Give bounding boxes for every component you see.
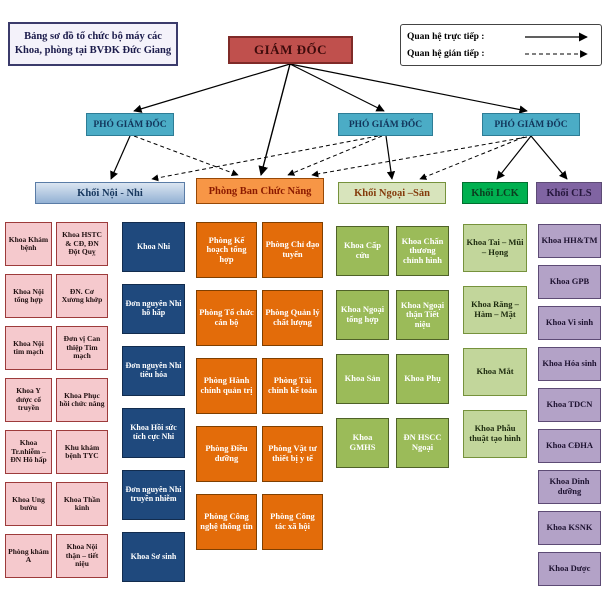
dept-box: Phòng Công tác xã hội (262, 494, 323, 550)
dept-box: Phòng Tài chính kế toán (262, 358, 323, 414)
dept-box: Khoa Dược (538, 552, 601, 586)
dept-box: Đơn nguyên Nhi tiêu hóa (122, 346, 185, 396)
dept-box: Phòng khám A (5, 534, 52, 578)
chart-title-line2: Khoa, phòng tại BVĐK Đức Giang (14, 45, 172, 56)
deputy-director-box-2: PHÓ GIÁM ĐỐC (338, 113, 433, 136)
ngoai-san-column-1: Khoa Cấp cứu Khoa Ngoại tổng hợp Khoa Sả… (336, 226, 389, 468)
legend-direct-label: Quan hệ trực tiếp : (407, 31, 485, 42)
noi-nhi-column-2: Khoa HSTC & CĐ, ĐN Đột Quỵ ĐN. Cơ Xương … (56, 222, 108, 578)
dept-box: Khoa HH&TM (538, 224, 601, 258)
dept-box: Khoa Phục hồi chức năng (56, 378, 108, 422)
dept-box: Khoa TDCN (538, 388, 601, 422)
noi-nhi-column-1: Khoa Khám bệnh Khoa Nội tổng hợp Khoa Nộ… (5, 222, 52, 578)
dept-box: Phòng Công nghệ thông tin (196, 494, 257, 550)
dept-box: Khoa Tr.nhiễm – ĐN Hô hấp (5, 430, 52, 474)
legend-direct-row: Quan hệ trực tiếp : (407, 32, 595, 42)
dept-box: Khoa Khám bệnh (5, 222, 52, 266)
dept-box: Khoa Mắt (463, 348, 527, 396)
dept-box: Khoa Chấn thương chỉnh hình (396, 226, 449, 276)
phong-ban-column-1: Phòng Kế hoạch tổng hợp Phòng Tổ chức cá… (196, 222, 257, 550)
dept-box: Đơn vị Can thiệp Tim mạch (56, 326, 108, 370)
dept-box: Khoa GPB (538, 265, 601, 299)
deputy-director-box-1: PHÓ GIÁM ĐỐC (86, 113, 174, 136)
phong-ban-column-2: Phòng Chỉ đạo tuyến Phòng Quản lý chất l… (262, 222, 323, 550)
block-header-cls: Khối CLS (536, 182, 602, 204)
dept-box: Khoa Y dược cổ truyền (5, 378, 52, 422)
block-header-lck: Khối LCK (462, 182, 528, 204)
dept-box: Phòng Chỉ đạo tuyến (262, 222, 323, 278)
dept-box: ĐN. Cơ Xương khớp (56, 274, 108, 318)
dept-box: Khoa Cấp cứu (336, 226, 389, 276)
cls-column: Khoa HH&TM Khoa GPB Khoa Vi sinh Khoa Hó… (538, 224, 601, 586)
dept-box: Khoa Nhi (122, 222, 185, 272)
dept-box: Phòng Kế hoạch tổng hợp (196, 222, 257, 278)
lck-column: Khoa Tai – Mũi – Họng Khoa Răng – Hàm – … (463, 224, 527, 458)
dept-box: Phòng Điều dưỡng (196, 426, 257, 482)
dept-box: Khoa Nội tim mạch (5, 326, 52, 370)
legend-indirect-row: Quan hệ gián tiếp : (407, 49, 595, 59)
dept-box: Khoa Sản (336, 354, 389, 404)
dept-box: Khoa Ung bướu (5, 482, 52, 526)
dept-box: Khoa Ngoại thận Tiết niệu (396, 290, 449, 340)
ngoai-san-column-2: Khoa Chấn thương chỉnh hình Khoa Ngoại t… (396, 226, 449, 468)
dept-box: Khoa Phẫu thuật tạo hình (463, 410, 527, 458)
dept-box: Khoa KSNK (538, 511, 601, 545)
dashed-arrow-icon (525, 49, 588, 58)
director-box: GIÁM ĐỐC (228, 36, 353, 64)
dept-box: Khoa Nội tổng hợp (5, 274, 52, 318)
solid-arrow-icon (525, 31, 588, 42)
dept-box: Khoa Tai – Mũi – Họng (463, 224, 527, 272)
dept-box: Khoa HSTC & CĐ, ĐN Đột Quỵ (56, 222, 108, 266)
dept-box: Khoa Dinh dưỡng (538, 470, 601, 504)
block-header-noi-nhi: Khối Nội - Nhi (35, 182, 185, 204)
dept-box: Khoa CĐHA (538, 429, 601, 463)
dept-box: Khoa Hồi sức tích cực Nhi (122, 408, 185, 458)
dept-box: Khu khám bệnh TYC (56, 430, 108, 474)
legend: Quan hệ trực tiếp : Quan hệ gián tiếp : (400, 24, 602, 66)
deputy-director-box-3: PHÓ GIÁM ĐỐC (482, 113, 580, 136)
legend-indirect-label: Quan hệ gián tiếp : (407, 48, 485, 59)
block-header-ngoai-san: Khối Ngoại –Sản (338, 182, 446, 204)
dept-box: Khoa Phụ (396, 354, 449, 404)
dept-box: Khoa Hóa sinh (538, 347, 601, 381)
dept-box: Khoa Thần kinh (56, 482, 108, 526)
dept-box: Phòng Vật tư thiết bị y tế (262, 426, 323, 482)
noi-nhi-column-nhi: Khoa Nhi Đơn nguyên Nhi hô hấp Đơn nguyê… (122, 222, 185, 582)
dept-box: Khoa Vi sinh (538, 306, 601, 340)
dept-box: Khoa Ngoại tổng hợp (336, 290, 389, 340)
dept-box: ĐN HSCC Ngoại (396, 418, 449, 468)
dept-box: Khoa GMHS (336, 418, 389, 468)
dept-box: Đơn nguyên Nhi truyền nhiễm (122, 470, 185, 520)
dept-box: Phòng Hành chính quản trị (196, 358, 257, 414)
dept-box: Đơn nguyên Nhi hô hấp (122, 284, 185, 334)
chart-title: Bảng sơ đồ tổ chức bộ máy các Khoa, phòn… (8, 22, 178, 66)
dept-box: Khoa Nội thận – tiết niệu (56, 534, 108, 578)
dept-box: Phòng Tổ chức cán bộ (196, 290, 257, 346)
dept-box: Khoa Sơ sinh (122, 532, 185, 582)
block-header-phong-ban: Phòng Ban Chức Năng (196, 178, 324, 204)
chart-title-line1: Bảng sơ đồ tổ chức bộ máy các (24, 30, 162, 42)
dept-box: Phòng Quản lý chất lượng (262, 290, 323, 346)
dept-box: Khoa Răng – Hàm – Mặt (463, 286, 527, 334)
